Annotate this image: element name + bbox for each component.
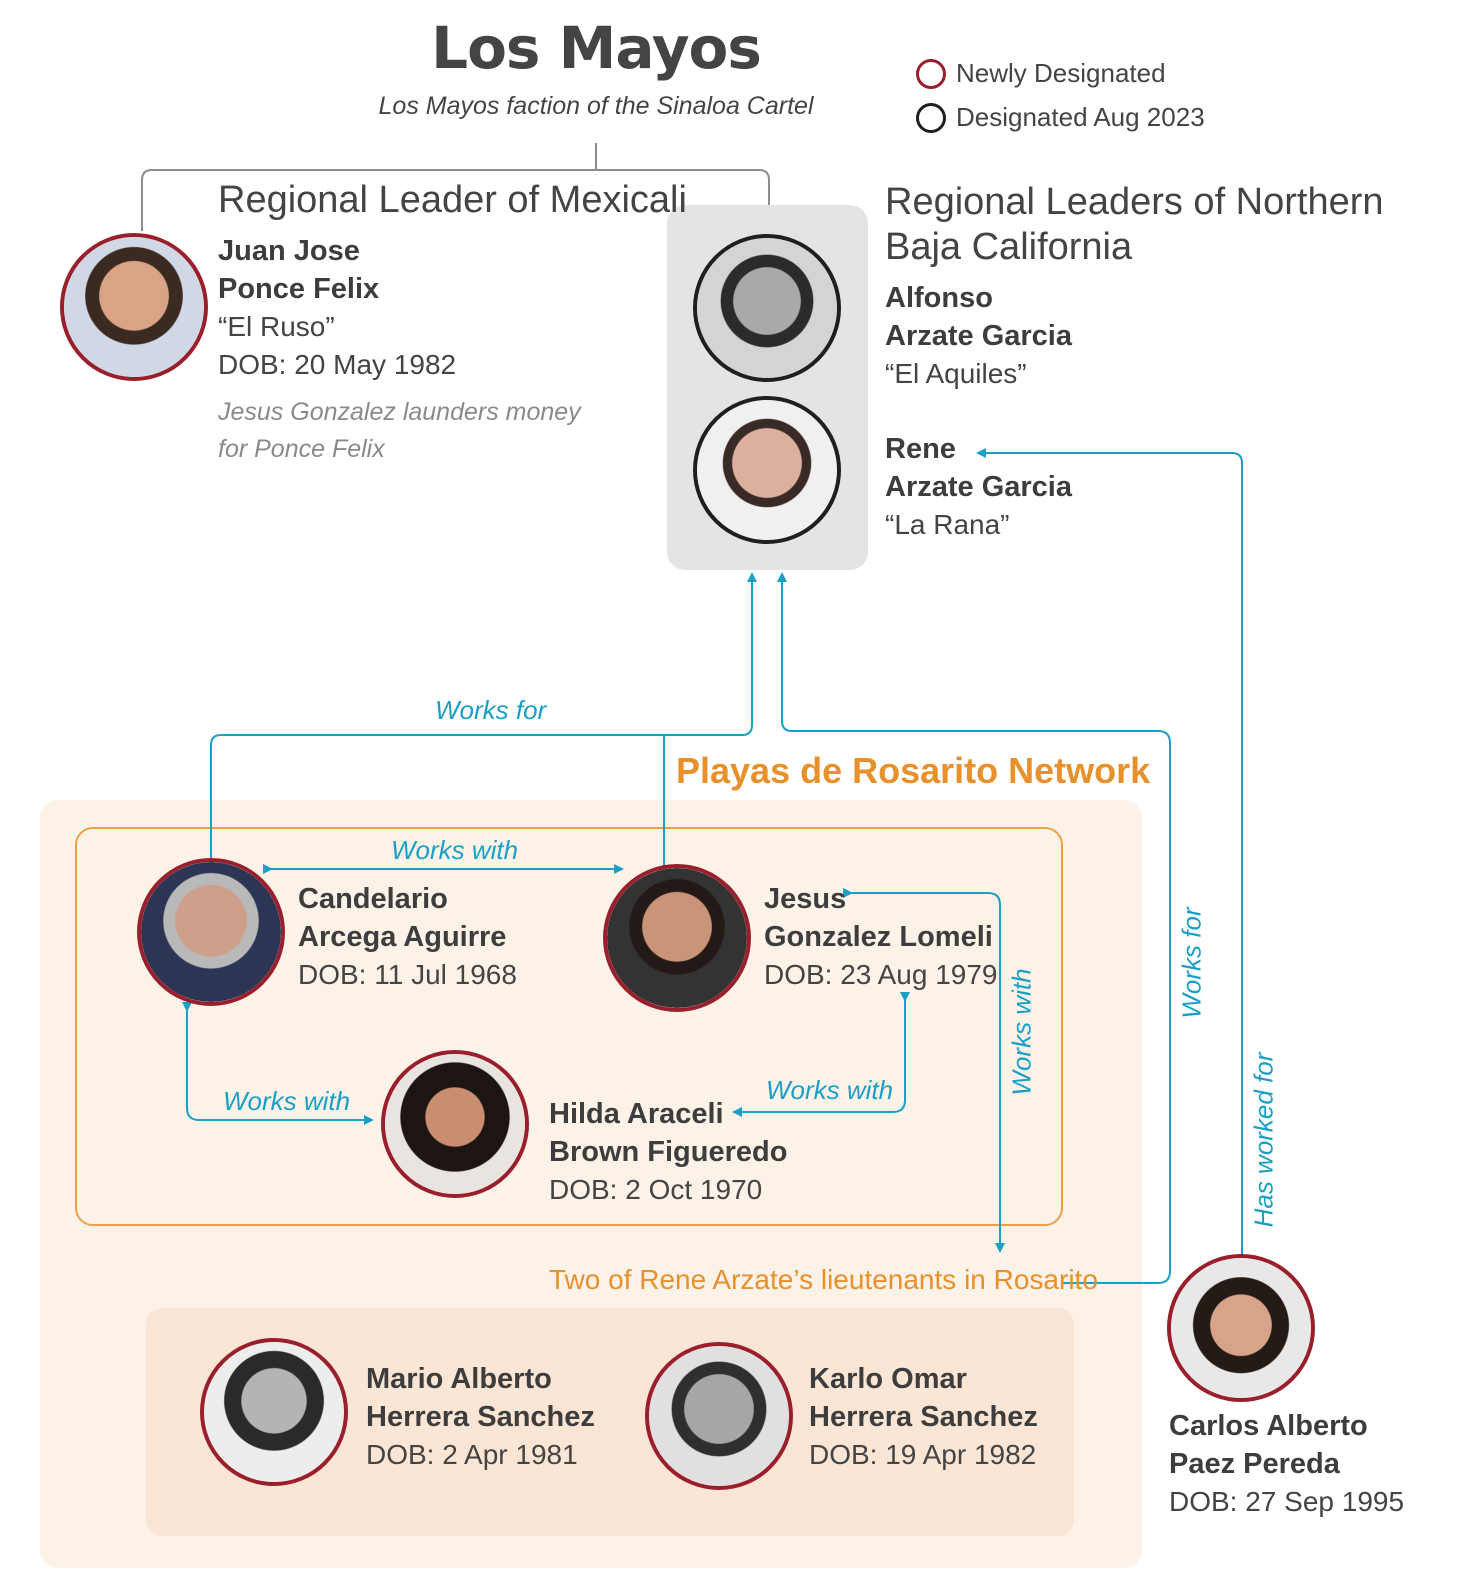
works-with-connector-vertical bbox=[843, 888, 1005, 1253]
has-worked-for-connector bbox=[976, 448, 1243, 1258]
candelario-arcega-photo bbox=[137, 858, 285, 1006]
karlo-herrera-card: Karlo Omar Herrera Sanchez DOB: 19 Apr 1… bbox=[809, 1363, 1038, 1470]
hierarchy-line bbox=[141, 143, 770, 231]
alfonso-arzate-photo bbox=[693, 234, 841, 382]
person-portrait-icon bbox=[697, 400, 837, 540]
hilda-brown-card: Hilda Araceli Brown Figueredo DOB: 2 Oct… bbox=[549, 1098, 788, 1205]
jesus-gonzalez-photo bbox=[603, 864, 751, 1012]
works-for-connector bbox=[210, 572, 757, 860]
person-portrait-icon bbox=[697, 238, 837, 378]
alfonso-arzate-card: Alfonso Arzate Garcia “El Aquiles” bbox=[885, 282, 1072, 389]
page-subtitle: Los Mayos faction of the Sinaloa Cartel bbox=[378, 92, 814, 120]
black-ring-icon bbox=[916, 102, 946, 133]
works-with-connector-left bbox=[182, 1002, 374, 1125]
core-network-frame bbox=[75, 827, 1063, 1226]
carlos-paez-photo bbox=[1167, 1254, 1315, 1402]
jesus-gonzalez-card: Jesus Gonzalez Lomeli DOB: 23 Aug 1979 bbox=[764, 883, 998, 990]
karlo-herrera-photo bbox=[645, 1342, 793, 1490]
network-title: Playas de Rosarito Network bbox=[676, 750, 1151, 791]
person-portrait-icon bbox=[607, 868, 747, 1008]
person-portrait-icon bbox=[385, 1054, 525, 1194]
rene-arzate-card: Rene Arzate Garcia “La Rana” bbox=[885, 433, 1072, 540]
ponce-felix-card: Juan Jose Ponce Felix “El Ruso” DOB: 20 … bbox=[218, 235, 457, 380]
hilda-brown-photo bbox=[381, 1050, 529, 1198]
label-works-for-top: Works for bbox=[435, 695, 547, 725]
page-title: Los Mayos bbox=[431, 14, 762, 82]
person-portrait-icon bbox=[649, 1346, 789, 1486]
legend-newly-designated: Newly Designated bbox=[916, 58, 1166, 89]
person-portrait-icon bbox=[64, 237, 204, 377]
label-works-with-right: Works with bbox=[766, 1075, 894, 1105]
laundering-note: Jesus Gonzalez launders money for Ponce … bbox=[218, 398, 581, 463]
person-portrait-icon bbox=[141, 862, 281, 1002]
label-has-worked-for: Has worked for bbox=[1248, 1052, 1279, 1228]
mexicali-heading: Regional Leader of Mexicali bbox=[218, 179, 687, 221]
northern-heading: Regional Leaders of Northern Baja Califo… bbox=[885, 181, 1384, 268]
label-works-with-left: Works with bbox=[223, 1086, 351, 1116]
candelario-arcega-card: Candelario Arcega Aguirre DOB: 11 Jul 19… bbox=[298, 883, 517, 990]
person-portrait-icon bbox=[1171, 1258, 1311, 1398]
lieutenants-works-for-connector bbox=[777, 572, 1171, 1284]
rene-arzate-photo bbox=[693, 396, 841, 544]
label-works-for-vertical: Works for bbox=[1176, 907, 1207, 1019]
lieutenants-label: Two of Rene Arzate’s lieutenants in Rosa… bbox=[549, 1264, 1098, 1295]
label-works-with-top: Works with bbox=[391, 835, 519, 865]
mario-herrera-photo bbox=[200, 1338, 348, 1486]
label-works-with-vertical: Works with bbox=[1006, 968, 1037, 1096]
person-portrait-icon bbox=[204, 1342, 344, 1482]
legend-designated-aug-2023: Designated Aug 2023 bbox=[916, 102, 1205, 133]
carlos-paez-card: Carlos Alberto Paez Pereda DOB: 27 Sep 1… bbox=[1169, 1410, 1405, 1517]
mario-herrera-card: Mario Alberto Herrera Sanchez DOB: 2 Apr… bbox=[366, 1363, 595, 1470]
ponce-felix-photo bbox=[60, 233, 208, 381]
red-ring-icon bbox=[916, 58, 946, 89]
